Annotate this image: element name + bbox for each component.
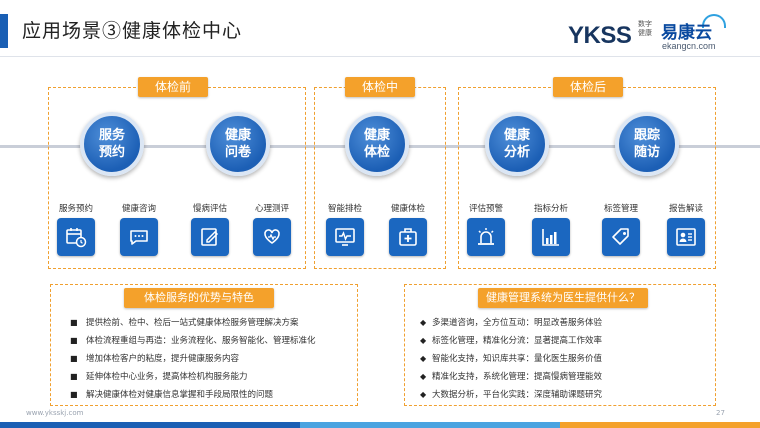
page-title: 应用场景③健康体检中心 [22,20,243,42]
service-label: 心理测评 [254,204,289,214]
tag-management-button[interactable] [602,218,640,256]
bullet-marker: ◆ [420,372,427,381]
cloud-logo-icon [702,14,726,28]
advantage-item: ■体检流程重组与再造：业务流程化、服务智能化、管理标准化 [70,332,316,350]
bullet-marker: ■ [70,354,78,363]
alarm-light-icon [478,228,494,245]
advantages-panel [50,284,358,406]
tag-icon [612,228,629,245]
stage-circle-line1: 跟踪 [633,128,660,143]
support-item: ◆大数据分析，平台化实践：深度辅助课题研究 [420,386,602,404]
stage-circle-service-booking: 服务 预约 [80,112,144,176]
bar-chart-icon [542,229,559,246]
stage-circle-follow-up: 跟踪 随访 [615,112,679,176]
stage-circle-line2: 体检 [363,145,390,160]
bullet-marker: ◆ [420,318,427,327]
stage-circle-health-checkup: 健康 体检 [345,112,409,176]
service-label: 标签管理 [603,204,638,214]
stage-circle-health-questionnaire: 健康 问卷 [206,112,270,176]
stage-circle-line1: 健康 [363,128,390,143]
phase-tag-during: 体检中 [345,77,415,97]
advantage-item: ■增加体检客户的粘度，提升健康服务内容 [70,350,316,368]
bullet-marker: ◆ [420,390,427,399]
medical-kit-icon [399,228,417,246]
footer-bar [0,422,300,428]
page-number: 27 [716,409,725,417]
service-label: 健康体检 [390,204,425,214]
service-label: 报告解读 [668,204,703,214]
footer-bar [560,422,760,428]
title-divider [0,56,760,57]
service-booking-button[interactable] [57,218,95,256]
ykss-logo-sub: 数字健康 [638,20,652,37]
monitor-pulse-icon [335,228,355,246]
bullet-marker: ■ [70,336,78,345]
support-item: ◆智能化支持，知识库共享：量化医生服务价值 [420,350,602,368]
doctor-support-tag: 健康管理系统为医生提供什么？ [478,288,648,308]
service-label: 智能排检 [327,204,362,214]
health-consult-button[interactable] [120,218,158,256]
stage-circle-line2: 随访 [633,145,660,160]
support-item: ◆精准化支持，系统化管理：提高慢病管理能效 [420,368,602,386]
advantages-list: ■提供检前、检中、检后一站式健康体检服务管理解决方案 ■体检流程重组与再造：业务… [70,314,316,404]
doctor-support-panel [404,284,716,406]
chat-bubble-icon [130,230,148,245]
phase-tag-after: 体检后 [553,77,623,97]
stage-circle-line2: 问卷 [224,145,251,160]
phase-tag-before: 体检前 [138,77,208,97]
chronic-assessment-button[interactable] [191,218,229,256]
bullet-marker: ◆ [420,336,427,345]
service-label: 服务预约 [58,204,93,214]
advantage-item: ■解决健康体检对健康信息掌握和手段局限性的问题 [70,386,316,404]
advantage-item: ■延伸体检中心业务，提高体检机构服务能力 [70,368,316,386]
service-label: 评估预警 [468,204,503,214]
ekang-logo-url: ekangcn.com [662,41,716,51]
service-label: 健康咨询 [121,204,156,214]
heart-hands-icon [264,229,280,244]
stage-circle-line2: 预约 [98,145,125,160]
ykss-logo: YKSS [568,22,632,49]
bullet-marker: ◆ [420,354,427,363]
bullet-marker: ■ [70,372,78,381]
service-label: 慢病评估 [192,204,227,214]
bullet-marker: ■ [70,318,78,327]
stage-circle-line1: 健康 [503,128,530,143]
calendar-clock-icon [66,228,87,248]
footer-url: www.yksskj.com [26,409,84,417]
support-item: ◆多渠道咨询，全方位互动：明显改善服务体验 [420,314,602,332]
advantages-tag: 体检服务的优势与特色 [124,288,274,308]
support-item: ◆标签化管理，精准化分流：显著提高工作效率 [420,332,602,350]
stage-circle-health-analysis: 健康 分析 [485,112,549,176]
report-user-icon [676,228,696,246]
psych-test-button[interactable] [253,218,291,256]
footer-bar [300,422,760,428]
stage-circle-line2: 分析 [503,145,530,160]
edit-form-icon [201,228,219,246]
stage-circle-line1: 服务 [98,128,125,143]
report-interpretation-button[interactable] [667,218,705,256]
title-accent-bar [0,14,8,48]
advantage-item: ■提供检前、检中、检后一站式健康体检服务管理解决方案 [70,314,316,332]
indicator-analysis-button[interactable] [532,218,570,256]
service-label: 指标分析 [533,204,568,214]
stage-circle-line1: 健康 [224,128,251,143]
ekang-logo: 易康云 [661,23,712,43]
health-checkup-button[interactable] [389,218,427,256]
doctor-support-list: ◆多渠道咨询，全方位互动：明显改善服务体验 ◆标签化管理，精准化分流：显著提高工… [420,314,602,404]
risk-warning-button[interactable] [467,218,505,256]
bullet-marker: ■ [70,390,78,399]
smart-scheduling-button[interactable] [326,218,364,256]
